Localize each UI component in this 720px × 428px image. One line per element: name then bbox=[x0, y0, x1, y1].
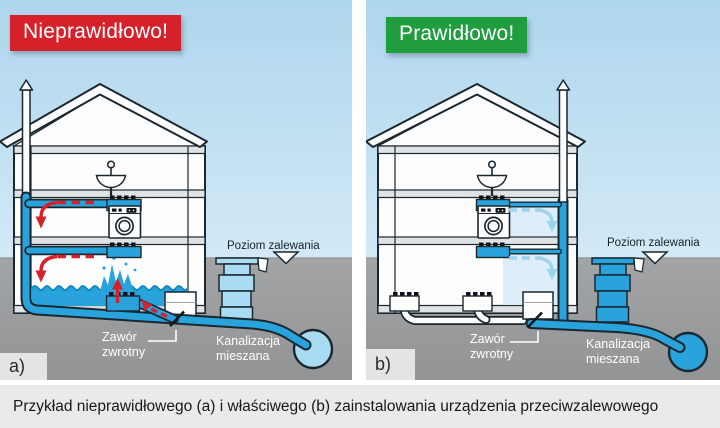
panel-correct: Prawidłowo! Poziom zalewania Zawór zwrot… bbox=[366, 0, 720, 380]
vent-arrow-icon bbox=[556, 79, 571, 91]
washing-machine-b bbox=[477, 205, 511, 239]
panel-letter-a: a) bbox=[0, 353, 47, 380]
correct-banner: Prawidłowo! bbox=[386, 17, 528, 53]
incorrect-banner: Nieprawidłowo! bbox=[10, 15, 182, 51]
gully-outlet bbox=[633, 257, 645, 273]
washer-trap-b bbox=[475, 245, 511, 259]
washer-trap-a bbox=[106, 245, 142, 259]
diagram-incorrect bbox=[0, 0, 352, 380]
figure-caption: Przykład nieprawidłowego (a) i właściweg… bbox=[13, 397, 659, 415]
sewer-label: Kanalizacja mieszana bbox=[586, 337, 650, 368]
sewer-label-line2: mieszana bbox=[586, 352, 640, 367]
valve-pointer-line bbox=[510, 331, 539, 343]
check-valve-label-line2: zwrotny bbox=[470, 347, 514, 362]
flow-arrows bbox=[509, 208, 558, 281]
flood-level-marker-icon bbox=[641, 251, 669, 265]
check-valve-a bbox=[169, 310, 185, 327]
drain-traps-a bbox=[105, 195, 142, 312]
sink-a bbox=[95, 160, 127, 196]
flood-level-marker-icon bbox=[272, 251, 300, 265]
flood-level-label: Poziom zalewania bbox=[227, 240, 320, 252]
panel-incorrect: Nieprawidłowo! Poziom zalewania Zawór zw… bbox=[0, 0, 352, 380]
flood-level-label: Poziom zalewania bbox=[607, 237, 700, 249]
pipes-b bbox=[506, 79, 686, 353]
check-valve-b bbox=[527, 311, 543, 328]
valve-pointer-line bbox=[148, 330, 177, 342]
backflow-arrows bbox=[35, 200, 168, 319]
check-valve-chamber-b bbox=[522, 291, 554, 320]
sewer-label: Kanalizacja mieszana bbox=[216, 334, 280, 365]
panel-letter-b: b) bbox=[366, 349, 415, 380]
pipes-a bbox=[19, 79, 312, 351]
floor-drains-b bbox=[389, 292, 493, 312]
sink-b bbox=[476, 160, 508, 196]
sewer-label-line1: Kanalizacja bbox=[586, 337, 650, 351]
gully-outlet bbox=[257, 257, 269, 273]
street-gully-b bbox=[591, 257, 645, 323]
washing-machine-a bbox=[108, 205, 142, 239]
panel-divider bbox=[0, 380, 720, 385]
diagram-correct bbox=[366, 0, 720, 380]
check-valve-label: Zawór zwrotny bbox=[102, 330, 145, 361]
vent-stack-a bbox=[21, 89, 31, 199]
check-valve-label-line1: Zawór bbox=[102, 330, 137, 344]
vent-arrow-icon bbox=[19, 79, 34, 91]
check-valve-label-line2: zwrotny bbox=[102, 345, 146, 360]
check-valve-label: Zawór zwrotny bbox=[470, 332, 513, 363]
floor-drain-a bbox=[105, 295, 141, 312]
roof bbox=[366, 83, 586, 148]
sewer-label-line2: mieszana bbox=[216, 349, 270, 364]
vent-stack-b bbox=[558, 89, 568, 203]
caption-bar: Przykład nieprawidłowego (a) i właściweg… bbox=[0, 385, 720, 428]
sewer-label-line1: Kanalizacja bbox=[216, 334, 280, 348]
check-valve-label-line1: Zawór bbox=[470, 332, 505, 346]
roof bbox=[0, 83, 208, 148]
